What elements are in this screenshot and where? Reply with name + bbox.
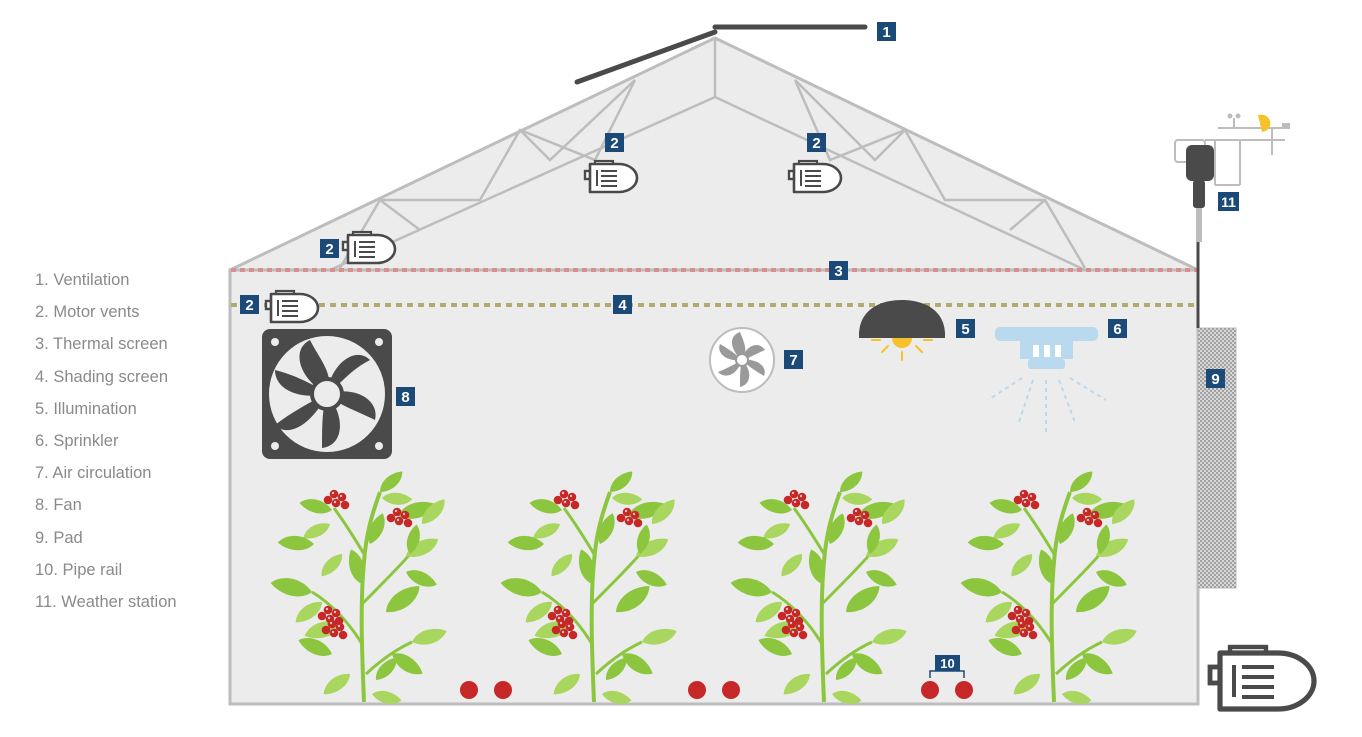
svg-text:1: 1 — [882, 24, 890, 41]
legend-item-pad: 9. Pad — [35, 528, 83, 547]
badge-weather-station: 11 — [1218, 192, 1239, 211]
legend-item-shading-screen: 4. Shading screen — [35, 367, 169, 386]
svg-text:10: 10 — [940, 656, 954, 671]
ventilation-roof-vent — [574, 24, 868, 85]
svg-text:4: 4 — [618, 297, 627, 314]
badge-motor-vent: 2 — [320, 239, 339, 258]
legend-item-sprinkler: 6. Sprinkler — [35, 431, 119, 450]
motor-icon — [787, 159, 843, 194]
legend-item-fan: 8. Fan — [35, 496, 82, 515]
svg-text:2: 2 — [812, 135, 820, 152]
pipe-rail-icon — [460, 681, 973, 699]
pad-icon — [1197, 327, 1237, 589]
legend-item-thermal-screen: 3. Thermal screen — [35, 335, 168, 354]
svg-text:8: 8 — [401, 389, 409, 406]
legend-item-air-circulation: 7. Air circulation — [35, 464, 152, 483]
fan-icon — [262, 329, 392, 459]
badge-motor-vent: 2 — [605, 133, 624, 152]
svg-text:11: 11 — [1221, 194, 1236, 210]
badge-thermal-screen: 3 — [829, 261, 848, 280]
badge-shading-screen: 4 — [613, 295, 632, 314]
badge-fan: 8 — [396, 387, 415, 406]
badge-motor-vent: 2 — [240, 295, 259, 314]
svg-text:3: 3 — [834, 263, 842, 280]
motor-icon — [264, 289, 320, 324]
legend-item-illumination: 5. Illumination — [35, 399, 137, 418]
badge-illumination: 5 — [956, 319, 975, 338]
sprinkler-icon — [987, 327, 1107, 432]
weather-station-icon — [1174, 113, 1290, 328]
svg-text:6: 6 — [1113, 321, 1121, 338]
badge-ventilation: 1 — [877, 22, 896, 41]
lamp-icon — [859, 300, 945, 361]
motor-icon — [583, 159, 639, 194]
legend-item-weather-station: 11. Weather station — [35, 592, 177, 611]
svg-text:7: 7 — [789, 352, 797, 369]
svg-text:2: 2 — [325, 241, 333, 258]
svg-text:5: 5 — [961, 321, 969, 338]
svg-text:9: 9 — [1211, 371, 1219, 388]
badge-air-circulation: 7 — [784, 350, 803, 369]
svg-text:2: 2 — [245, 297, 253, 314]
legend-item-ventilation: 1. Ventilation — [35, 271, 130, 289]
motor-icon — [341, 230, 397, 265]
badge-pipe-rail: 10 — [935, 655, 960, 671]
badge-sprinkler: 6 — [1108, 319, 1127, 338]
legend-item-motor-vents: 2. Motor vents — [35, 303, 140, 322]
air-circulation-icon — [709, 327, 775, 393]
badge-motor-vent: 2 — [807, 133, 826, 152]
legend-item-pipe-rail: 10. Pipe rail — [35, 560, 123, 579]
badge-pad: 9 — [1206, 369, 1225, 388]
svg-text:2: 2 — [610, 135, 618, 152]
legend: 1. Ventilation 2. Motor vents 3. Thermal… — [35, 268, 177, 622]
motor-icon — [1210, 647, 1314, 709]
